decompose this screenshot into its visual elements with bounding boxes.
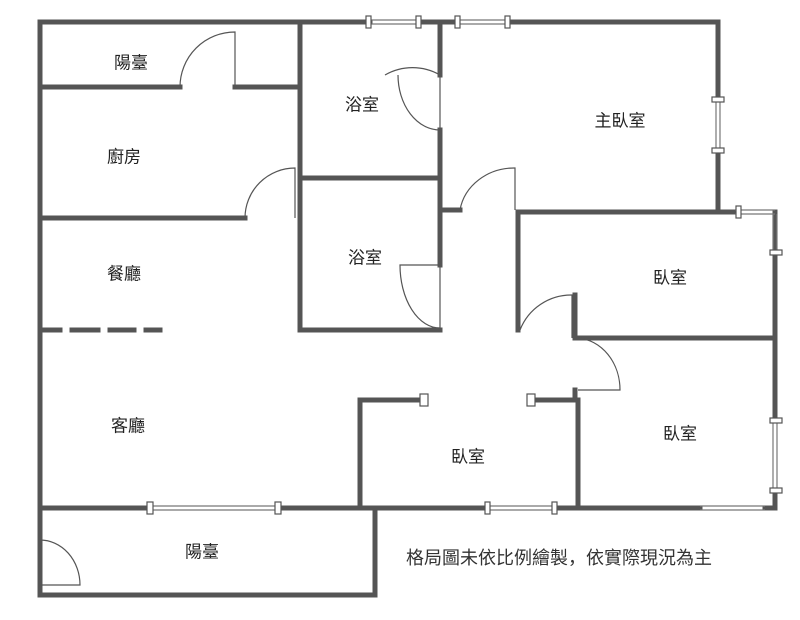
doors bbox=[39, 31, 621, 586]
walls bbox=[37, 19, 778, 598]
room-label-bath1: 浴室 bbox=[345, 95, 379, 116]
room-label-kitchen: 廚房 bbox=[107, 147, 141, 168]
room-label-dining: 餐廳 bbox=[107, 264, 141, 285]
room-label-bedroom-right: 臥室 bbox=[653, 268, 687, 289]
disclaimer-note: 格局圖未依比例繪製，依實際現況為主 bbox=[406, 548, 712, 569]
windows bbox=[146, 15, 783, 515]
room-label-balcony-bottom: 陽臺 bbox=[185, 542, 219, 563]
room-label-bedroom-lower-right: 臥室 bbox=[663, 424, 697, 445]
room-label-bedroom-center: 臥室 bbox=[451, 447, 485, 468]
room-label-balcony-top: 陽臺 bbox=[114, 53, 148, 74]
room-label-master: 主臥室 bbox=[594, 111, 646, 132]
room-label-living: 客廳 bbox=[111, 416, 145, 437]
room-label-bath2: 浴室 bbox=[348, 248, 382, 269]
